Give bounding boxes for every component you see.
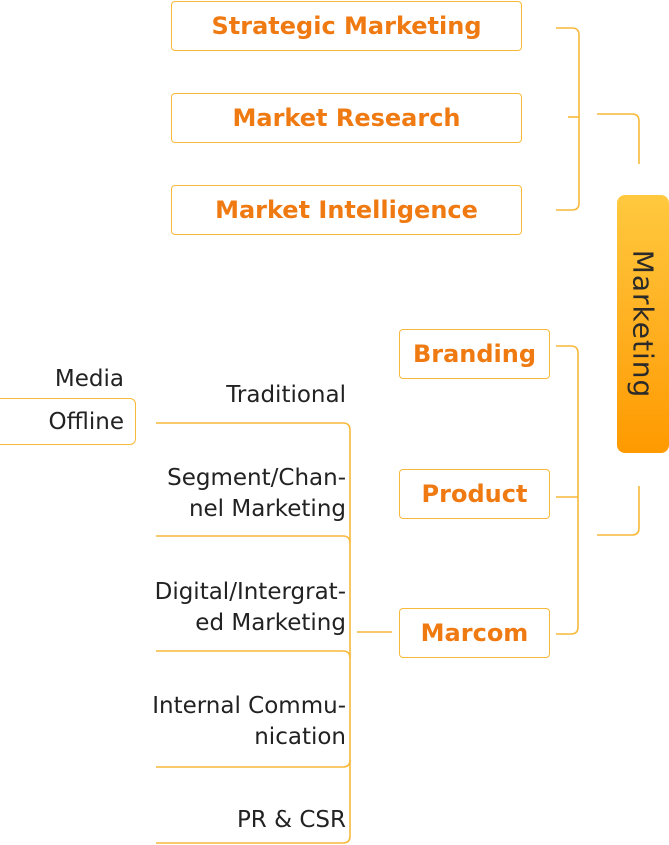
digital-underline bbox=[156, 650, 351, 659]
product-label: Product bbox=[421, 480, 528, 508]
internal-communication-label-line2[interactable]: nication bbox=[254, 724, 346, 750]
pr-csr-label[interactable]: PR & CSR bbox=[236, 807, 346, 833]
marcom-label: Marcom bbox=[420, 619, 529, 647]
segment-underline bbox=[156, 535, 351, 544]
market-intelligence-node[interactable]: Market Intelligence bbox=[171, 185, 522, 235]
branding-node[interactable]: Branding bbox=[399, 329, 550, 379]
media-label[interactable]: Media bbox=[54, 366, 124, 392]
bottom-root-connector bbox=[597, 486, 640, 536]
digital-integrated-label-line1[interactable]: Digital/Intergrat- bbox=[154, 579, 346, 605]
offline-node[interactable]: Offline bbox=[0, 398, 136, 445]
digital-integrated-label-line2[interactable]: ed Marketing bbox=[195, 610, 346, 636]
market-research-node[interactable]: Market Research bbox=[171, 93, 522, 143]
marketing-root-label: Marketing bbox=[626, 249, 660, 399]
marketing-root-node[interactable] bbox=[617, 195, 669, 453]
segment-channel-label-line2[interactable]: nel Marketing bbox=[188, 496, 346, 522]
top-group-bracket bbox=[556, 27, 580, 211]
marcom-node[interactable]: Marcom bbox=[399, 608, 550, 658]
internal-communication-label-line1[interactable]: Internal Commu- bbox=[152, 693, 346, 719]
segment-channel-label-line1[interactable]: Segment/Chan- bbox=[167, 465, 346, 491]
marcom-children-bracket bbox=[156, 422, 351, 844]
strategic-marketing-label: Strategic Marketing bbox=[211, 12, 482, 40]
market-intelligence-label: Market Intelligence bbox=[215, 196, 478, 224]
bottom-group-bracket bbox=[556, 345, 579, 635]
strategic-marketing-node[interactable]: Strategic Marketing bbox=[171, 1, 522, 51]
top-root-connector bbox=[597, 113, 640, 164]
market-research-label: Market Research bbox=[232, 104, 461, 132]
traditional-label[interactable]: Traditional bbox=[226, 382, 346, 408]
product-node[interactable]: Product bbox=[399, 469, 550, 519]
offline-label: Offline bbox=[48, 408, 124, 435]
branding-label: Branding bbox=[412, 340, 537, 368]
internal-underline bbox=[156, 759, 351, 768]
